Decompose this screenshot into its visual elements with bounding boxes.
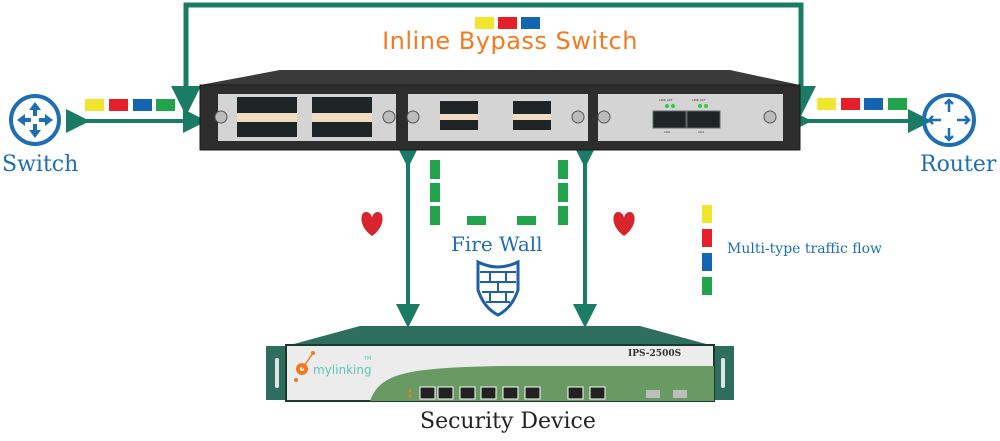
traffic-chip-green [558,183,568,202]
switch-icon [9,94,61,146]
traffic-chip-blue [864,98,883,110]
diagram-title: Inline Bypass Switch [382,27,638,55]
security-device-chassis [266,326,734,402]
cfp-port-label-right: CD1 [698,130,705,134]
traffic-chip-green [517,216,536,225]
inline-bypass-switch-chassis [199,70,801,151]
link-act-label-right: LINK ACT [692,98,706,102]
traffic-chip-red [498,17,517,29]
firewall-shield-icon [476,259,520,317]
traffic-chip-green [156,99,175,111]
cfp-module [597,94,783,141]
traffic-chip-blue [521,17,540,29]
heart-icon-right [613,212,635,236]
traffic-chip-yellow [475,17,494,29]
traffic-chip-green [467,216,486,225]
brand-logo-text: mylinking [313,363,372,377]
router-icon [922,93,976,147]
link-act-label-left: LINK ACT [659,98,673,102]
traffic-chip-green [558,160,568,179]
legend-label: Multi-type traffic flow [727,241,883,257]
traffic-chip-yellow [85,99,104,111]
traffic-chip-green [888,98,907,110]
traffic-chip-red [841,98,860,110]
sfp-module-8-port [406,94,588,141]
trademark-mark: TM [364,356,372,362]
sfp-module-16-port [214,94,396,141]
ethernet-ports [408,386,687,400]
traffic-chip-green [430,160,440,179]
switch-label: Switch [2,152,79,177]
legend-chip-blue [702,253,712,271]
orange-logo-mark [294,351,315,382]
legend-chip-yellow [702,205,712,223]
traffic-chip-green [558,206,568,225]
device-model-label: IPS-2500S [628,349,682,359]
traffic-chip-yellow [817,98,836,110]
security-device-label: Security Device [420,409,596,434]
traffic-chip-green [430,206,440,225]
traffic-chip-blue [133,99,152,111]
firewall-label: Fire Wall [451,232,543,256]
cfp-port-label-left: CD0 [664,130,671,134]
router-label: Router [920,152,997,177]
heart-icon-left [361,212,383,236]
traffic-chip-green [430,183,440,202]
traffic-chip-red [109,99,128,111]
legend-chip-green [702,277,712,295]
legend-chip-red [702,229,712,247]
